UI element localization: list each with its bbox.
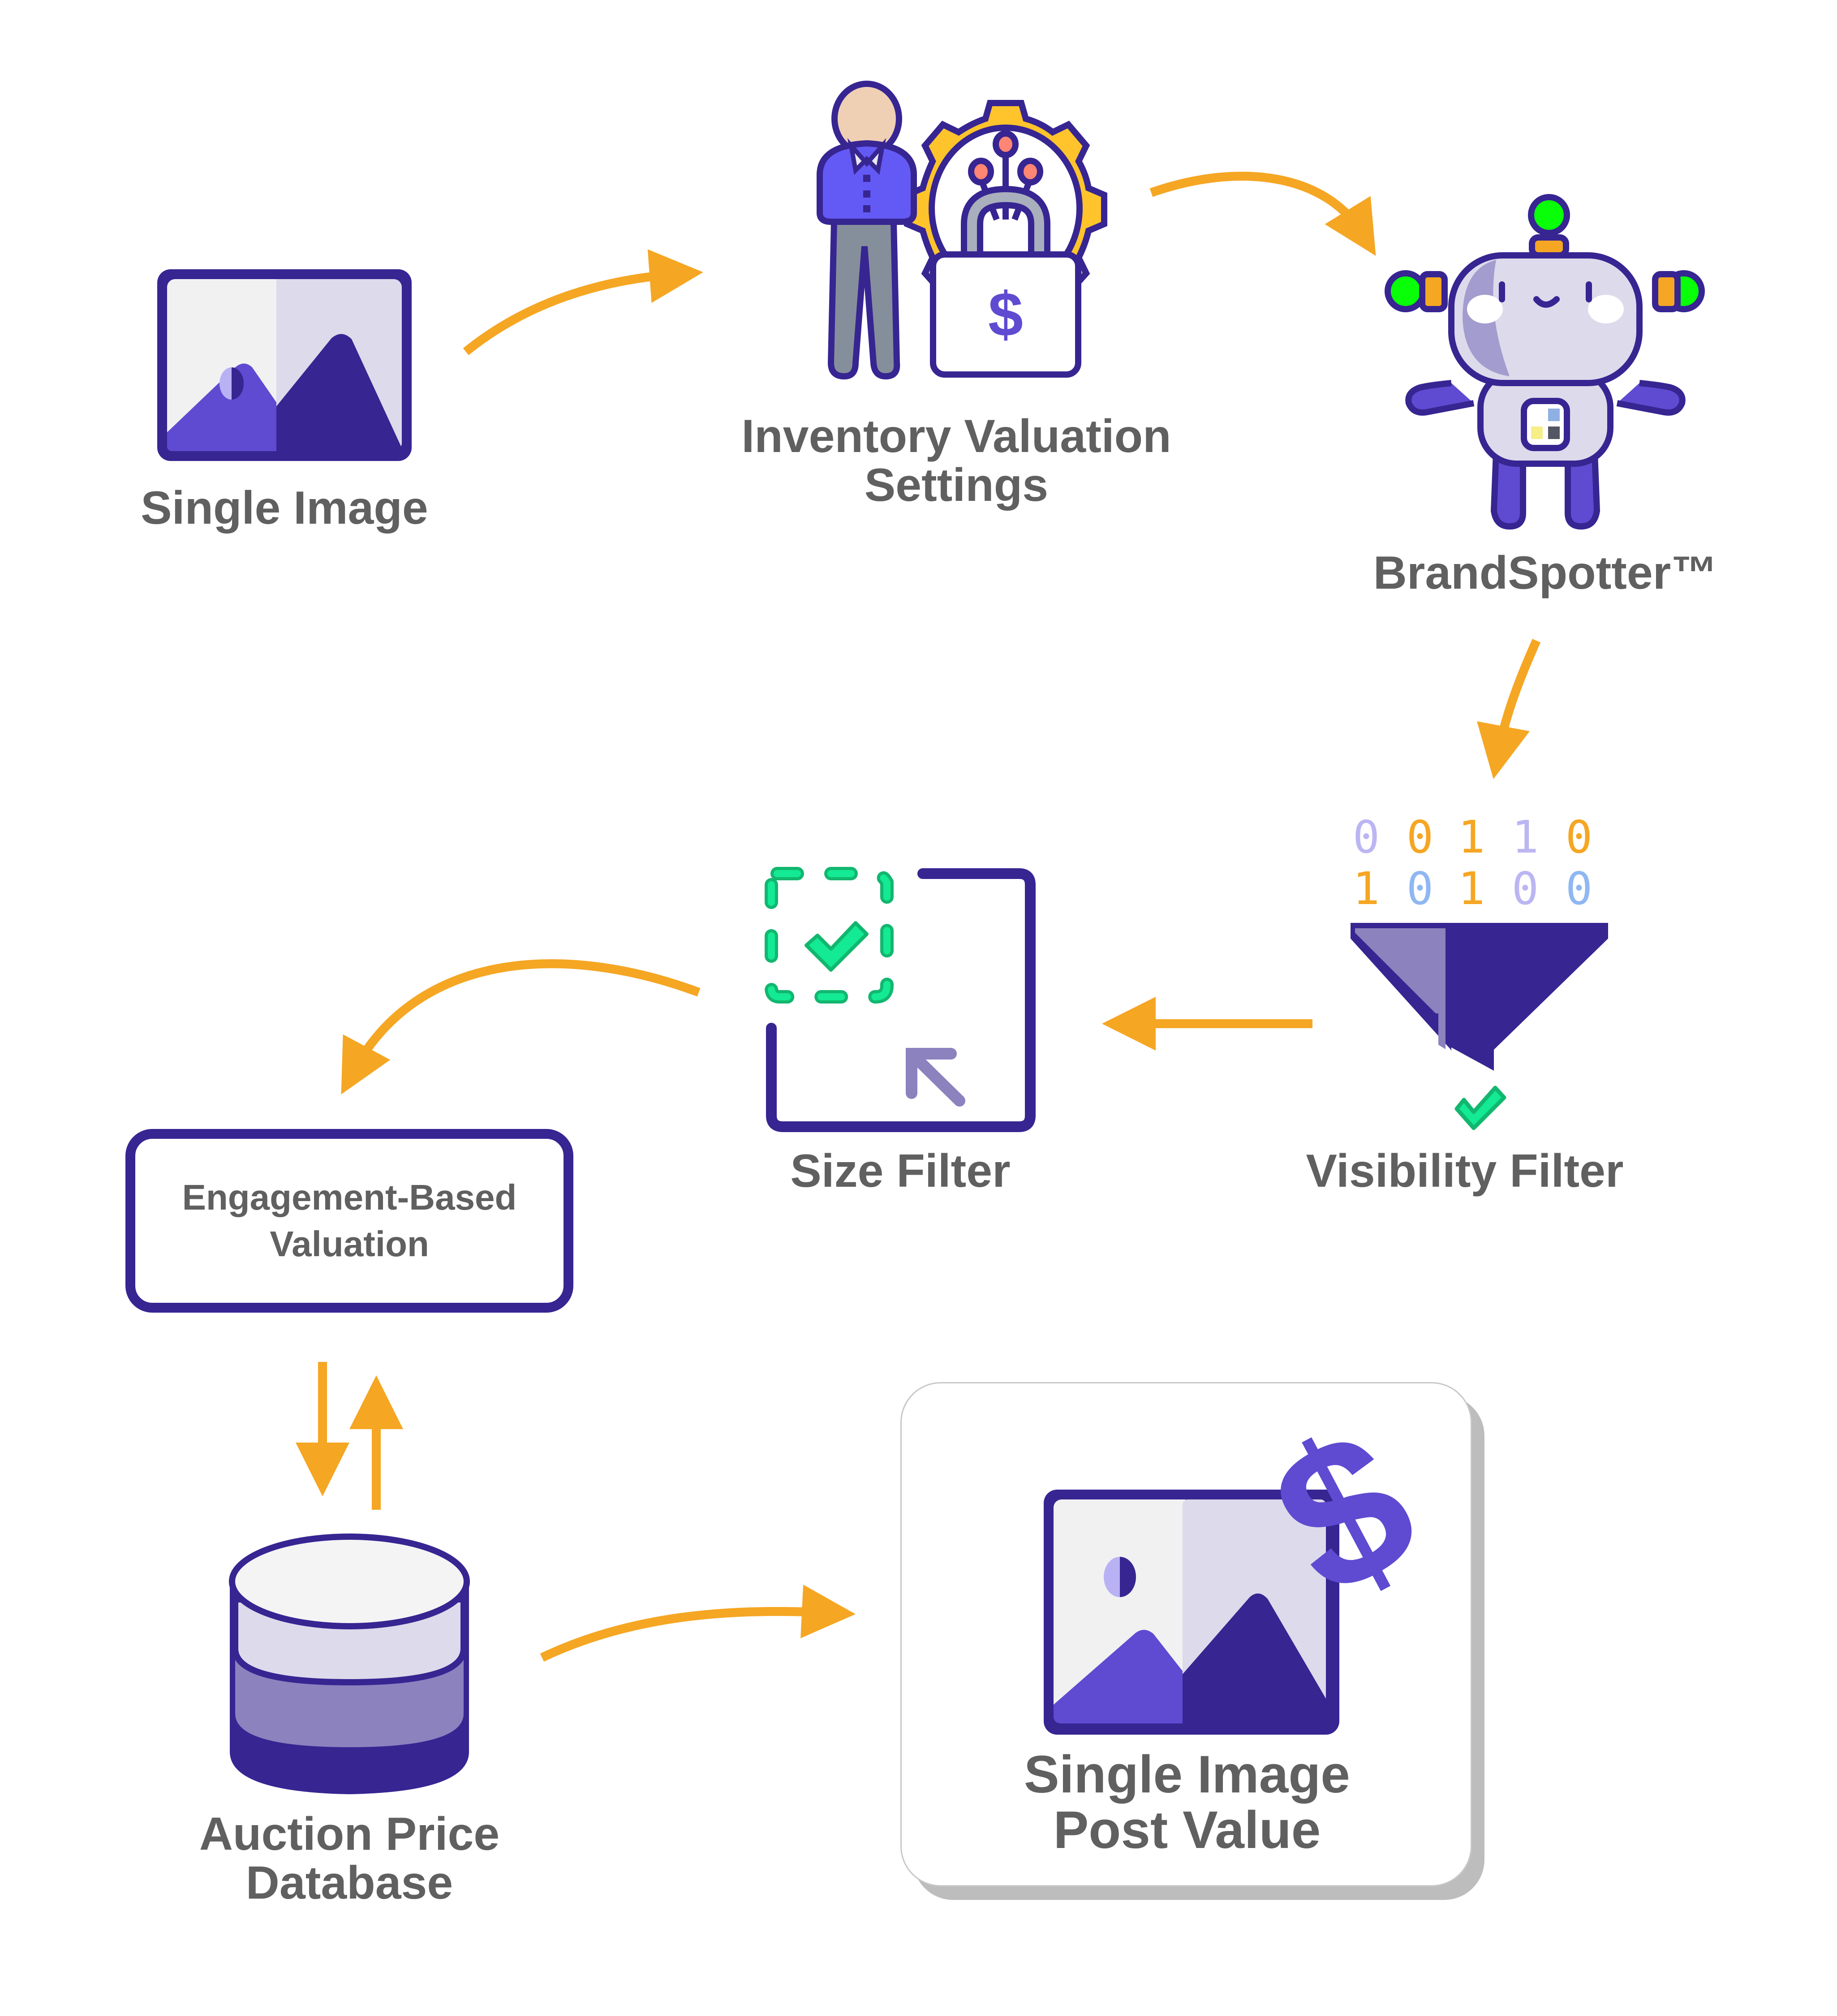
size-filter-label: Size Filter bbox=[790, 1145, 1011, 1197]
post-value-label-line2: Post Value bbox=[1053, 1800, 1321, 1860]
binary-digit: 1 bbox=[1458, 862, 1485, 915]
arrow-robot-to-funnel bbox=[1477, 638, 1541, 779]
binary-digit: 0 bbox=[1565, 862, 1593, 915]
visibility-filter-label: Visibility Filter bbox=[1306, 1145, 1624, 1197]
binary-digit: 0 bbox=[1406, 862, 1434, 915]
svg-text:$: $ bbox=[988, 279, 1023, 349]
inventory-settings-label-line2: Settings bbox=[864, 459, 1049, 512]
binary-digit: 1 bbox=[1458, 811, 1485, 863]
binary-digit: 1 bbox=[1511, 811, 1539, 863]
binary-digit: 0 bbox=[1565, 811, 1593, 863]
brandspotter-label: BrandSpotter™ bbox=[1373, 547, 1718, 599]
arrow-settings-to-robot bbox=[1149, 172, 1376, 256]
image-icon bbox=[157, 269, 412, 461]
single-image-label: Single Image bbox=[141, 482, 428, 534]
check-icon bbox=[1454, 1086, 1506, 1130]
database-icon bbox=[229, 1534, 470, 1794]
engagement-valuation-box: Engagement-Based Valuation bbox=[125, 1129, 573, 1313]
inventory-settings-label-line1: Inventory Valuation bbox=[741, 410, 1171, 462]
auction-db-label-line1: Auction Price bbox=[199, 1808, 500, 1860]
engagement-valuation-label: Engagement-Based Valuation bbox=[182, 1174, 517, 1267]
auction-db-label-line2: Database bbox=[245, 1857, 453, 1909]
resize-select-icon bbox=[765, 867, 1036, 1132]
arrow-size-to-engage bbox=[341, 959, 701, 1094]
auction-db-label: Auction Price Database bbox=[148, 1808, 551, 1909]
engagement-valuation-line2: Valuation bbox=[270, 1224, 429, 1264]
robot-icon bbox=[1385, 194, 1705, 530]
post-value-label-line1: Single Image bbox=[1024, 1745, 1350, 1804]
binary-digit: 0 bbox=[1406, 811, 1434, 863]
person-gear-lock-icon: $ bbox=[817, 81, 1107, 380]
post-value-label: Single Image Post Value bbox=[927, 1747, 1447, 1858]
image-dollar-icon: $ bbox=[1044, 1384, 1449, 1735]
binary-digit: 0 bbox=[1511, 862, 1539, 915]
binary-digit: 0 bbox=[1352, 811, 1380, 863]
funnel-icon bbox=[1351, 923, 1608, 1071]
inventory-settings-label: Inventory Valuation Settings bbox=[690, 412, 1223, 510]
arrow-image-to-settings bbox=[463, 249, 703, 355]
engagement-valuation-line1: Engagement-Based bbox=[182, 1177, 517, 1217]
binary-digit: 1 bbox=[1352, 862, 1380, 915]
arrow-db-to-postvalue bbox=[540, 1585, 856, 1662]
